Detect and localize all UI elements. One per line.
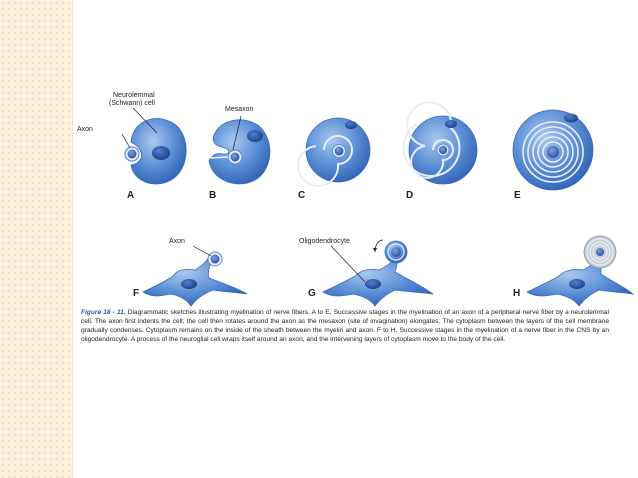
stage-label-d: D — [406, 190, 414, 201]
label-axon: Axon — [77, 126, 93, 133]
figure-drawing — [121, 101, 635, 307]
stage-c-drawing — [297, 117, 371, 187]
decorative-side-band — [0, 0, 73, 478]
label-mesaxon: Mesaxon — [225, 106, 254, 113]
stage-g-drawing — [322, 239, 434, 307]
stage-b-drawing — [208, 115, 271, 185]
stage-f-drawing — [142, 245, 248, 307]
stage-d-drawing — [402, 101, 478, 185]
stage-label-b: B — [209, 190, 217, 201]
stage-label-f: F — [133, 288, 140, 299]
stage-label-c: C — [298, 190, 306, 201]
figure-number: Figure 18 - 11. — [81, 309, 126, 316]
stage-label-e: E — [514, 190, 521, 201]
figure-caption: Figure 18 - 11. Diagrammatic sketches il… — [81, 308, 609, 344]
stage-label-h: H — [513, 288, 521, 299]
stage-e-drawing — [512, 109, 594, 191]
nucleus — [152, 146, 170, 160]
label-oligodendrocyte: Oligodendrocyte — [299, 238, 350, 245]
caption-text: Diagrammatic sketches illustrating myeli… — [81, 309, 609, 343]
label-neurolemmal-line2: (Schwann) cell — [109, 100, 155, 107]
label-neurolemmal-line1: Neurolemmal — [113, 92, 155, 99]
stage-a-drawing — [121, 107, 187, 185]
myelination-figure: Axon Neurolemmal (Schwann) cell Mesaxon … — [73, 0, 638, 478]
stage-h-drawing — [526, 235, 635, 307]
stage-label-g: G — [308, 288, 316, 299]
label-axon-lower: Axon — [169, 238, 185, 245]
stage-label-a: A — [127, 190, 135, 201]
